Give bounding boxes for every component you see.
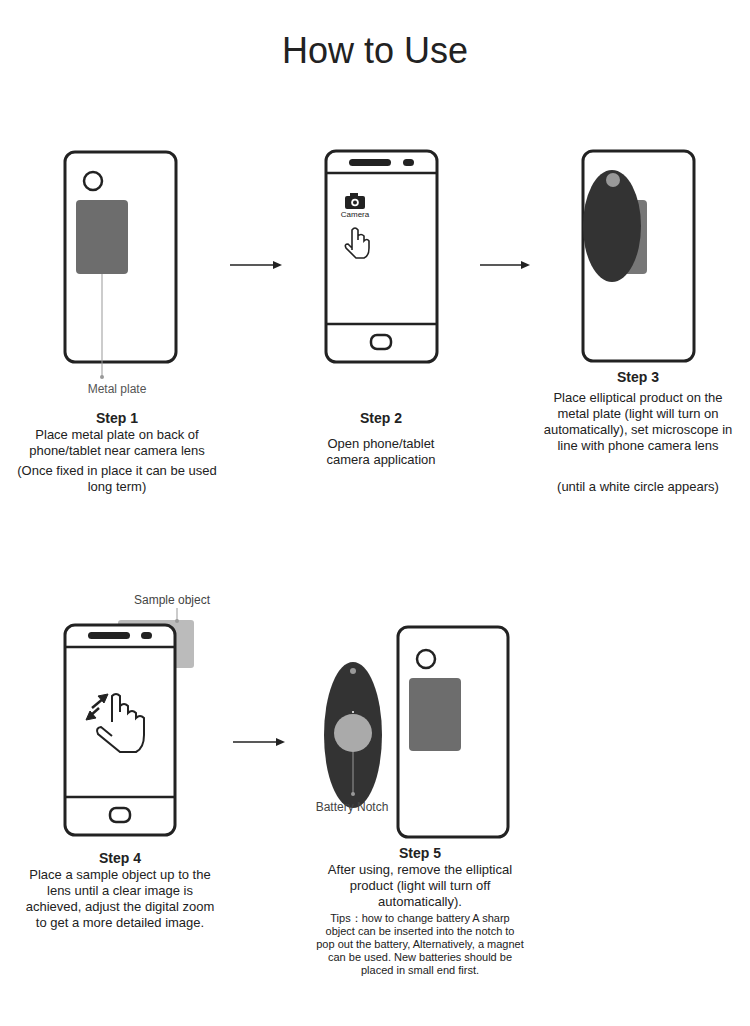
step-block: Step 4Place a sample object up to the le… — [7, 600, 233, 960]
step-text: (until a white circle appears) — [538, 479, 738, 495]
step-text: (Once fixed in place it can be used long… — [17, 463, 217, 495]
step-block: Step 2 Open phone/tablet camera applicati… — [282, 140, 480, 510]
step-text: Tips：how to change battery A sharp objec… — [315, 912, 525, 977]
step-text: After using, remove the elliptical produ… — [320, 862, 520, 910]
step-text: Place elliptical product on the metal pl… — [538, 390, 738, 454]
step-heading: Step 2 — [321, 410, 441, 427]
step-block: Step 3 Place elliptical product on the me… — [530, 140, 746, 510]
part-label: Camera — [341, 210, 369, 219]
step-text: Open phone/tablet camera application — [306, 436, 456, 468]
step-heading: Step 1 — [57, 410, 177, 427]
title: How to Use — [282, 30, 468, 72]
part-label: Battery Notch — [316, 800, 389, 814]
step-arrow — [233, 738, 285, 746]
step-heading: Step 4 — [60, 850, 180, 867]
step-arrow — [230, 261, 282, 269]
step-arrow — [480, 261, 530, 269]
step-block: Step 5After using, remove the elliptical… — [285, 620, 555, 1020]
step-heading: Step 3 — [578, 369, 698, 386]
part-label: Metal plate — [88, 382, 147, 396]
part-label: Sample object — [134, 593, 210, 607]
step-text: Place metal plate on back of phone/table… — [17, 427, 217, 459]
step-heading: Step 5 — [360, 845, 480, 862]
step-block: Step 1Place metal plate on back of phone… — [4, 140, 230, 510]
step-text: Place a sample object up to the lens unt… — [25, 867, 215, 931]
